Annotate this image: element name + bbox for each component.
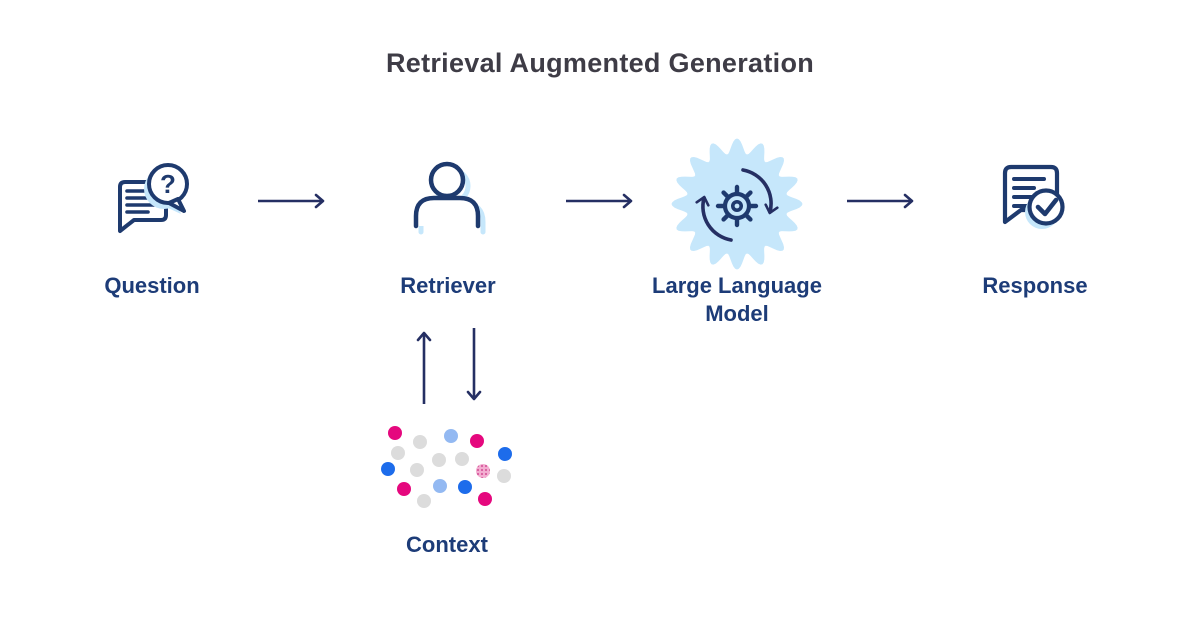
retriever-label: Retriever: [400, 273, 496, 298]
question-label: Question: [104, 273, 200, 298]
context-dot: [476, 464, 490, 478]
context-dot: [413, 435, 427, 449]
gear-teeth: [715, 184, 759, 228]
context-dot: [388, 426, 402, 440]
llm-label: Large Language Model: [627, 272, 847, 328]
context-dot: [433, 479, 447, 493]
chat-question-icon: ?: [108, 156, 198, 246]
context-dot: [397, 482, 411, 496]
gear-sync-icon: [687, 154, 787, 254]
context-dot: [432, 453, 446, 467]
context-label: Context: [406, 532, 488, 557]
llm-label-line1: Large Language: [652, 273, 822, 298]
arrow-down-icon: [466, 328, 482, 401]
arrow-right-icon: [258, 193, 325, 209]
context-dot: [444, 429, 458, 443]
svg-text:?: ?: [160, 169, 176, 199]
context-dot: [410, 463, 424, 477]
context-dot: [478, 492, 492, 506]
dots-cluster-icon: [375, 420, 520, 515]
response-label: Response: [982, 273, 1088, 298]
context-dot: [417, 494, 431, 508]
arrow-right-icon: [566, 193, 633, 209]
page-title: Retrieval Augmented Generation: [385, 48, 815, 78]
arrow-right-icon: [847, 193, 914, 209]
llm-blob-path: [671, 138, 803, 270]
context-dot: [458, 480, 472, 494]
llm-label-line2: Model: [705, 301, 769, 326]
context-dot: [470, 434, 484, 448]
arrow-up-icon: [416, 331, 432, 404]
person-icon: [402, 152, 492, 242]
context-dot: [498, 447, 512, 461]
context-dot: [455, 452, 469, 466]
document-check-icon: [990, 155, 1080, 245]
context-dot: [497, 469, 511, 483]
llm-blob: [662, 129, 812, 279]
context-dot: [381, 462, 395, 476]
context-dot: [391, 446, 405, 460]
